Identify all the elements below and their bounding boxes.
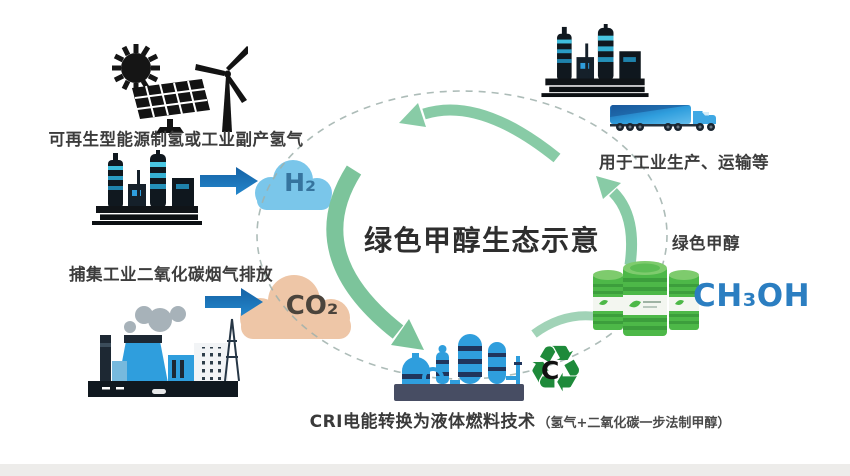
arrow-right-icon — [200, 167, 258, 195]
process-note: （氢气+二氧化碳一步法制甲醇） — [537, 416, 731, 431]
solar-panel-icon — [132, 79, 210, 133]
recycle-icon: ♻ C — [527, 333, 603, 410]
recycle-carbon-label: C — [541, 356, 560, 385]
renewable-energy-icon — [98, 36, 248, 141]
cri-plant-icon — [388, 326, 530, 406]
industry-plant-icon — [535, 24, 655, 98]
factory-city-icon — [82, 305, 242, 410]
wind-turbine-icon — [195, 46, 248, 132]
barrel-icon — [593, 270, 623, 330]
h2-cloud: H₂ — [245, 155, 341, 215]
cycle-arrow-top — [399, 103, 561, 163]
renewable-label: 可再生型能源制氢或工业副产氢气 — [48, 130, 304, 149]
methanol-label: 绿色甲醇 — [672, 234, 740, 253]
arrow-right-icon — [205, 288, 263, 316]
usage-label: 用于工业生产、运输等 — [599, 153, 769, 172]
recycle-glyph: ♻ — [527, 333, 585, 407]
h2-label: H₂ — [284, 168, 316, 197]
barrel-icon — [669, 270, 699, 330]
process-label: CRI电能转换为液体燃料技术 — [309, 412, 536, 432]
capture-label: 捕集工业二氧化碳烟气排放 — [69, 265, 273, 284]
transmission-tower-icon — [224, 318, 240, 382]
ch3oh-formula: CH₃OH — [693, 278, 811, 314]
truck-icon — [608, 96, 720, 136]
hydrogen-plant-icon — [88, 150, 206, 226]
methanol-barrels-icon — [591, 260, 701, 338]
diagram-title: 绿色甲醇生态示意 — [363, 224, 600, 257]
bottom-strip — [0, 464, 850, 476]
barrel-icon — [623, 261, 667, 336]
sun-icon — [112, 44, 160, 92]
co2-label: CO₂ — [285, 291, 339, 321]
process-caption: CRI电能转换为液体燃料技术 （氢气+二氧化碳一步法制甲醇） — [300, 407, 740, 432]
smoke-icon — [124, 306, 186, 333]
